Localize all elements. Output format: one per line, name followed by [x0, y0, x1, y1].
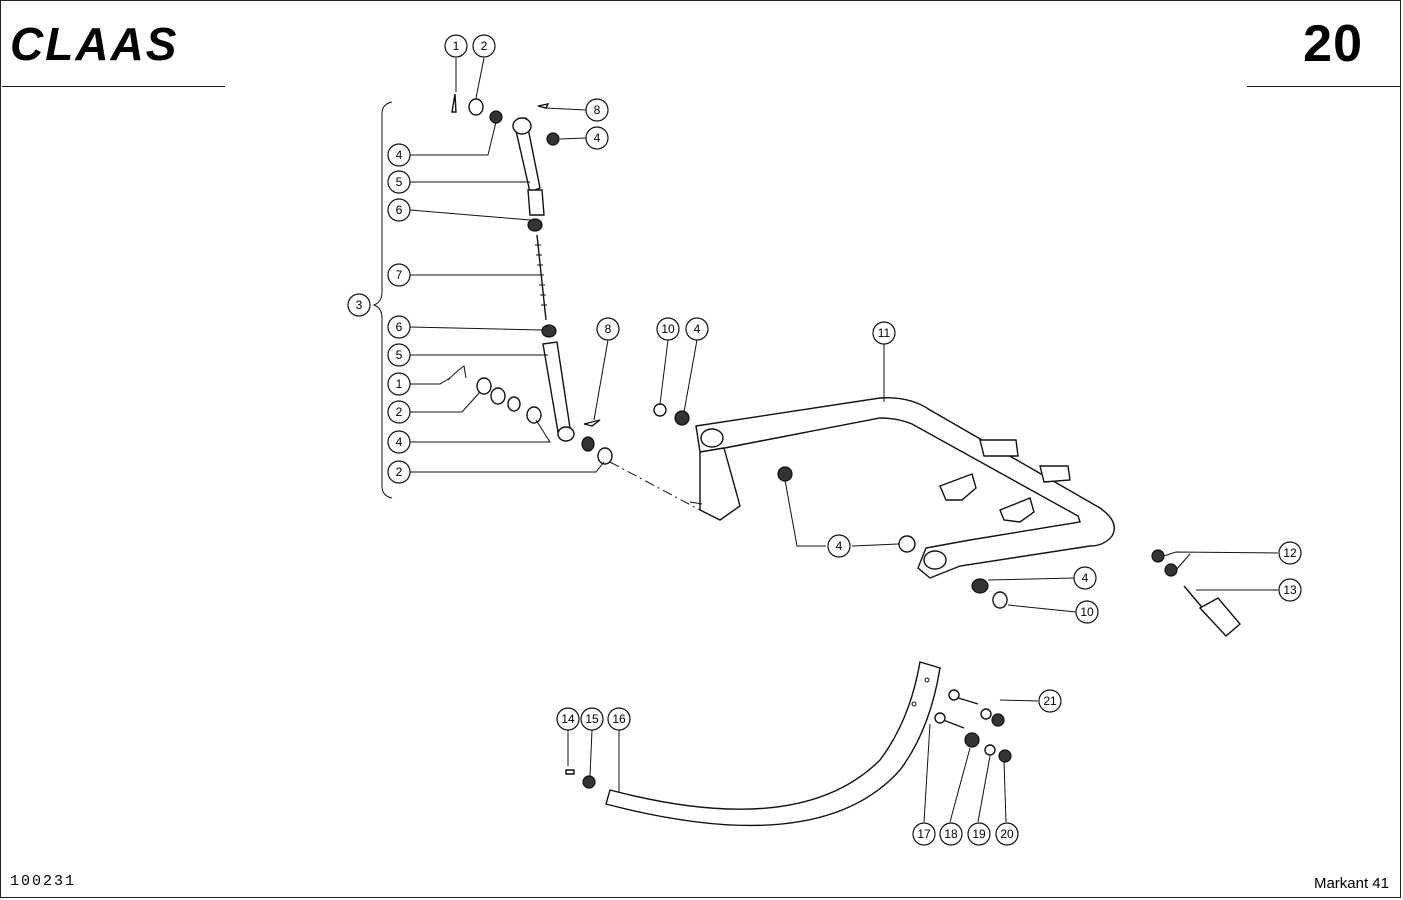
curved-skid — [565, 661, 1012, 827]
main-frame — [653, 397, 1115, 609]
callout-2: 2 — [387, 400, 411, 424]
svg-text:4: 4 — [594, 131, 601, 145]
callout-19: 19 — [967, 822, 991, 846]
tie-rod-upper — [447, 93, 701, 511]
callout-7: 7 — [387, 263, 411, 287]
callout-1: 1 — [387, 372, 411, 396]
svg-text:6: 6 — [396, 203, 403, 217]
svg-text:16: 16 — [612, 712, 626, 726]
svg-text:5: 5 — [396, 348, 403, 362]
bolt-bracket — [1151, 549, 1241, 637]
svg-text:12: 12 — [1283, 546, 1297, 560]
claas-logo: CLAAS — [10, 18, 178, 68]
svg-text:21: 21 — [1043, 694, 1057, 708]
svg-text:2: 2 — [481, 39, 488, 53]
svg-text:10: 10 — [1080, 605, 1094, 619]
callout-6: 6 — [387, 198, 411, 222]
header-rule-left — [2, 86, 225, 87]
svg-text:4: 4 — [1082, 571, 1089, 585]
svg-text:1: 1 — [396, 377, 403, 391]
assembly-bracket — [372, 101, 393, 499]
svg-text:19: 19 — [972, 827, 986, 841]
callout-4: 4 — [827, 534, 851, 558]
leader-lines — [409, 57, 1279, 823]
svg-text:8: 8 — [605, 322, 612, 336]
callout-4: 4 — [387, 143, 411, 167]
svg-text:1: 1 — [453, 39, 460, 53]
callout-15: 15 — [580, 707, 604, 731]
callout-1: 1 — [444, 34, 468, 58]
svg-text:8: 8 — [594, 103, 601, 117]
svg-text:4: 4 — [694, 322, 701, 336]
svg-text:15: 15 — [585, 712, 599, 726]
svg-text:4: 4 — [836, 539, 843, 553]
svg-text:13: 13 — [1283, 583, 1297, 597]
callout-4: 4 — [1073, 566, 1097, 590]
callout-3: 3 — [347, 293, 371, 317]
callout-20: 20 — [995, 822, 1019, 846]
brand-logo-text: CLAAS — [10, 18, 178, 68]
svg-text:4: 4 — [396, 148, 403, 162]
callout-12: 12 — [1278, 541, 1302, 565]
svg-text:18: 18 — [944, 827, 958, 841]
callout-2: 2 — [472, 34, 496, 58]
callout-14: 14 — [556, 707, 580, 731]
callout-17: 17 — [912, 822, 936, 846]
svg-text:5: 5 — [396, 175, 403, 189]
svg-text:4: 4 — [396, 435, 403, 449]
svg-text:20: 20 — [1000, 827, 1014, 841]
document-id: 100231 — [10, 873, 77, 890]
callout-6: 6 — [387, 315, 411, 339]
callout-2: 2 — [387, 460, 411, 484]
svg-text:10: 10 — [661, 322, 675, 336]
svg-text:3: 3 — [356, 298, 363, 312]
page-number: 20 — [1303, 15, 1363, 73]
callout-8: 8 — [585, 98, 609, 122]
callout-21: 21 — [1038, 689, 1062, 713]
svg-text:2: 2 — [396, 465, 403, 479]
model-name: Markant 41 — [1313, 875, 1389, 892]
callout-4: 4 — [387, 430, 411, 454]
callout-4: 4 — [685, 317, 709, 341]
callout-18: 18 — [939, 822, 963, 846]
callout-10: 10 — [1075, 600, 1099, 624]
callout-8: 8 — [596, 317, 620, 341]
svg-text:7: 7 — [396, 268, 403, 282]
callout-16: 16 — [607, 707, 631, 731]
callout-5: 5 — [387, 170, 411, 194]
callout-10: 10 — [656, 317, 680, 341]
callout-11: 11 — [872, 321, 896, 345]
svg-text:2: 2 — [396, 405, 403, 419]
header-rule-right — [1247, 86, 1401, 87]
callout-4: 4 — [585, 126, 609, 150]
callout-13: 13 — [1278, 578, 1302, 602]
svg-text:14: 14 — [561, 712, 575, 726]
callout-5: 5 — [387, 343, 411, 367]
svg-text:17: 17 — [917, 827, 931, 841]
svg-text:6: 6 — [396, 320, 403, 334]
svg-text:11: 11 — [878, 326, 891, 340]
